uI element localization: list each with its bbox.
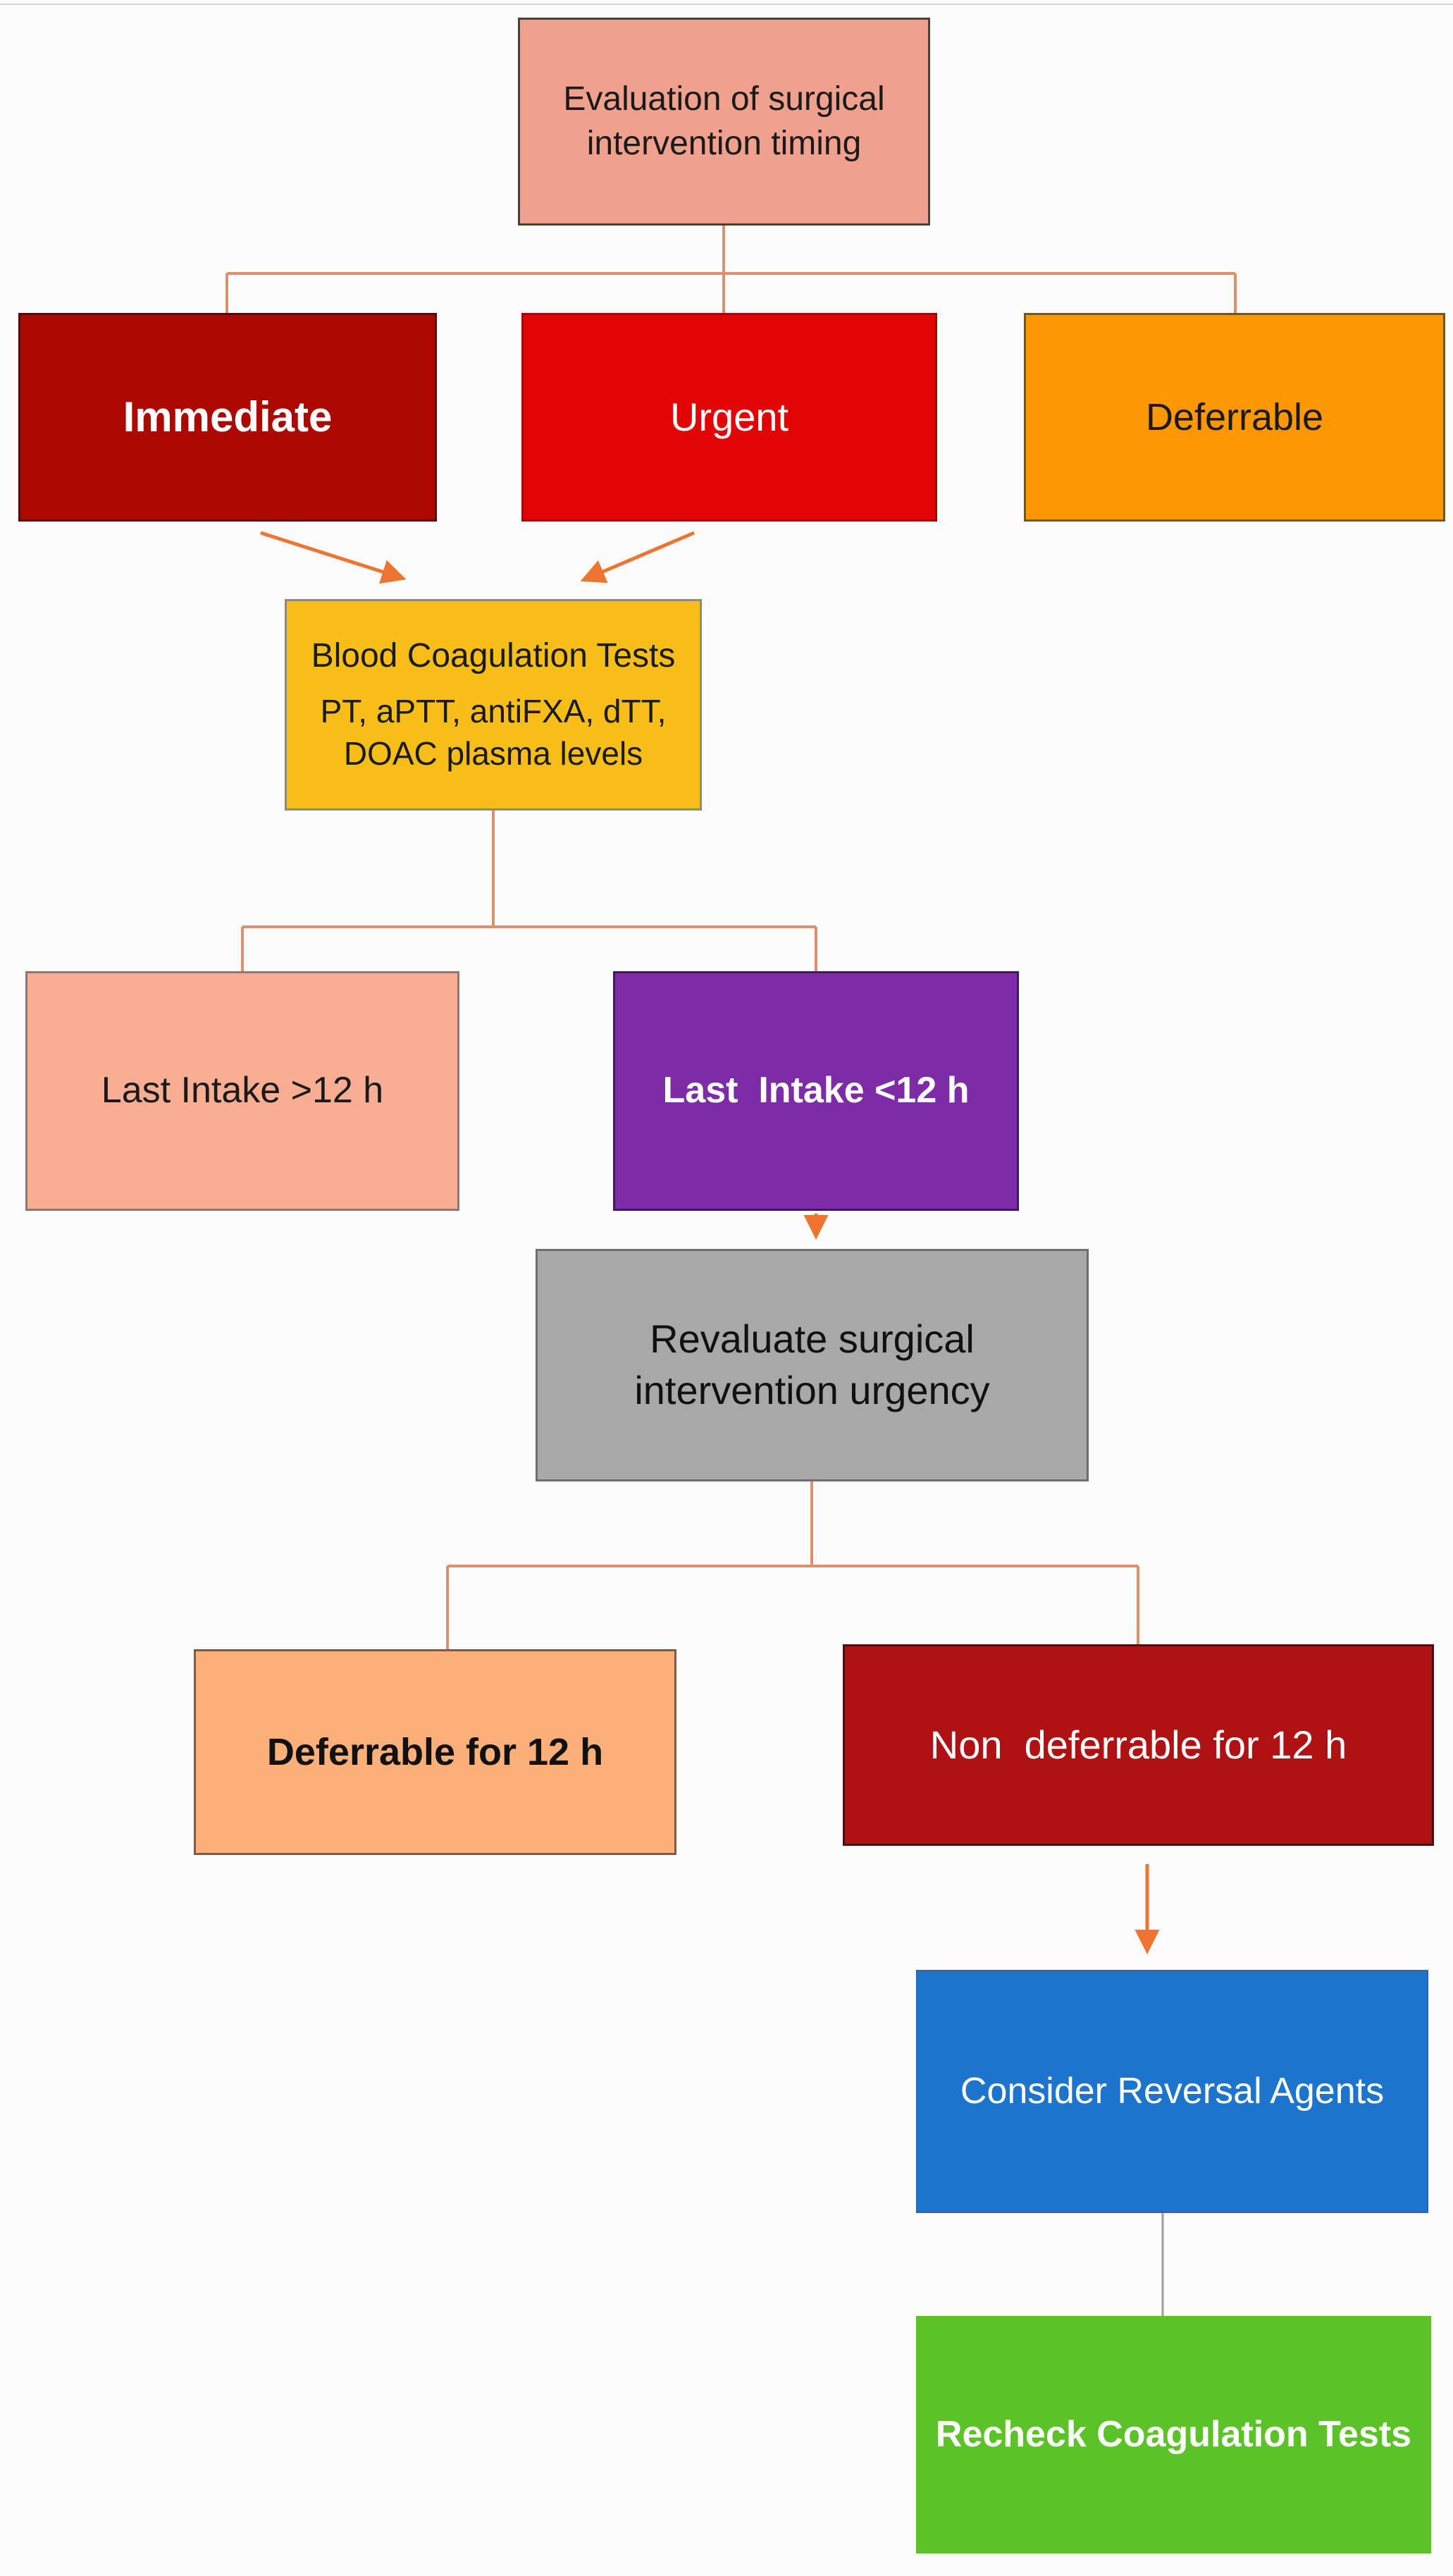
node-coag-subtitle: PT, aPTT, antiFXA, dTT, DOAC plasma leve… xyxy=(320,693,676,772)
node-last-intake-gt12h: Last Intake >12 h xyxy=(25,971,459,1211)
node-nondef12-label: Non deferrable for 12 h xyxy=(929,1722,1347,1767)
arrow-immediate-to-tests xyxy=(260,531,407,584)
node-blood-coagulation-tests: Blood Coagulation Tests PT, aPTT, antiFX… xyxy=(285,599,702,811)
node-evaluation-timing: Evaluation of surgical intervention timi… xyxy=(518,18,930,226)
node-evaluation-label: Evaluation of surgical intervention timi… xyxy=(563,80,894,162)
node-deferrable-label: Deferrable xyxy=(1145,395,1324,438)
node-immediate: Immediate xyxy=(18,313,437,522)
node-urgent: Urgent xyxy=(521,313,937,522)
node-urgent-label: Urgent xyxy=(669,394,789,439)
node-reversal-label: Consider Reversal Agents xyxy=(960,2070,1385,2112)
node-lt12-label: Last Intake <12 h xyxy=(662,1070,970,1111)
node-immediate-label: Immediate xyxy=(123,393,333,440)
node-deferrable: Deferrable xyxy=(1024,313,1445,522)
arrow-urgent-to-tests xyxy=(580,531,695,584)
node-consider-reversal-agents: Consider Reversal Agents xyxy=(916,1970,1428,2213)
node-gt12-label: Last Intake >12 h xyxy=(101,1070,384,1111)
node-revaluate-label: Revaluate surgical intervention urgency xyxy=(634,1317,990,1412)
node-coag-title: Blood Coagulation Tests xyxy=(311,637,676,674)
node-revaluate-urgency: Revaluate surgical intervention urgency xyxy=(536,1249,1089,1481)
node-recheck-coagulation-tests: Recheck Coagulation Tests xyxy=(916,2316,1431,2553)
node-last-intake-lt12h: Last Intake <12 h xyxy=(613,971,1019,1211)
node-deferrable-for-12h: Deferrable for 12 h xyxy=(194,1649,676,1855)
node-recheck-label: Recheck Coagulation Tests xyxy=(935,2413,1412,2455)
node-non-deferrable-for-12h: Non deferrable for 12 h xyxy=(843,1644,1434,1846)
node-def12-label: Deferrable for 12 h xyxy=(266,1730,604,1773)
